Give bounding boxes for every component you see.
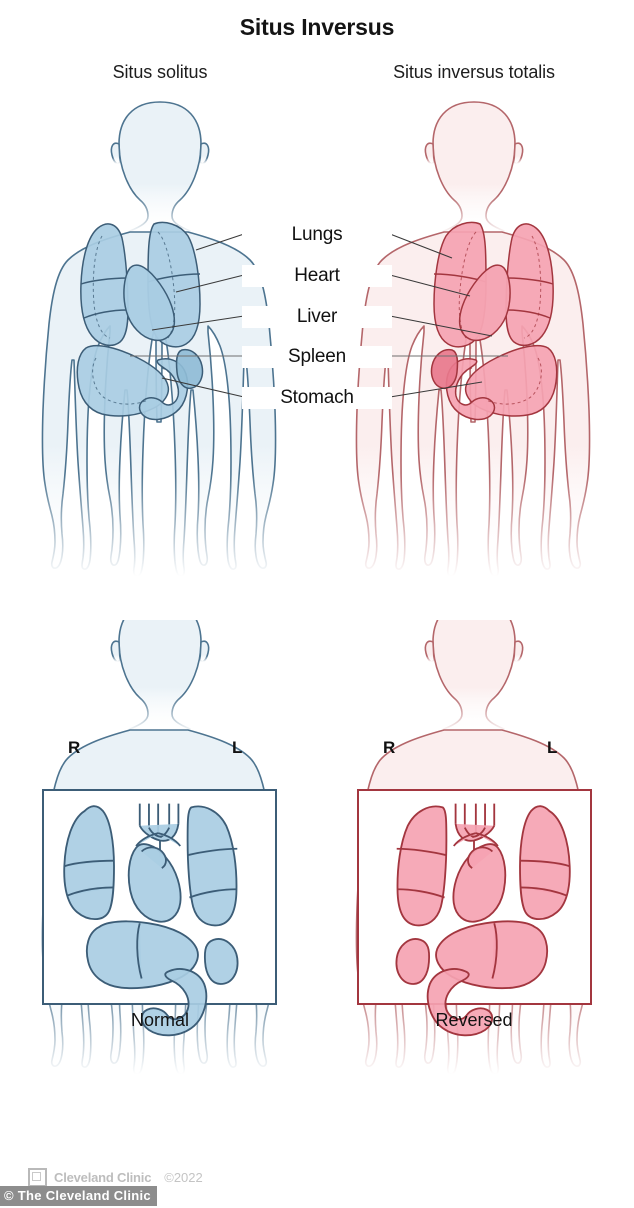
inset-box-normal: #organClusterL .lobe, #organClusterR .lo…: [42, 789, 277, 1037]
top-figures-illustration: [41, 101, 591, 577]
brand-name: Cleveland Clinic: [54, 1170, 152, 1185]
inset-box-reversed: [357, 789, 592, 1037]
callout-label-heart: Heart: [242, 265, 392, 287]
callout-label-liver: Liver: [242, 306, 392, 328]
copyright-year: ©2022: [164, 1170, 203, 1185]
orientation-marker-right-figure-left: L: [547, 738, 558, 757]
callout-label-lungs: Lungs: [242, 224, 392, 246]
orientation-marker-right-figure-right: R: [383, 738, 396, 757]
organs-reversed-torso: [430, 221, 558, 421]
callout-leader-lines: [130, 233, 508, 398]
copyright-watermark: © The Cleveland Clinic: [0, 1186, 157, 1206]
orientation-marker-left-figure-left: L: [232, 738, 243, 757]
caption-normal: Normal: [130, 1010, 189, 1030]
callout-label-stomach: Stomach: [242, 387, 392, 409]
bottom-figures-illustration: #organClusterL .lobe, #organClusterR .lo…: [41, 620, 592, 1075]
callout-label-spleen: Spleen: [242, 346, 392, 368]
panel-title-left: Situs solitus: [112, 62, 208, 82]
cleveland-clinic-logo: Cleveland Clinic ©2022: [28, 1168, 203, 1187]
organs-normal-torso: [76, 221, 204, 421]
page-title: Situs Inversus: [239, 14, 395, 40]
panel-title-right: Situs inversus totalis: [393, 62, 555, 82]
caption-reversed: Reversed: [435, 1010, 513, 1030]
orientation-marker-left-figure-right: R: [68, 738, 81, 757]
cleveland-clinic-mark-icon: [28, 1168, 47, 1187]
